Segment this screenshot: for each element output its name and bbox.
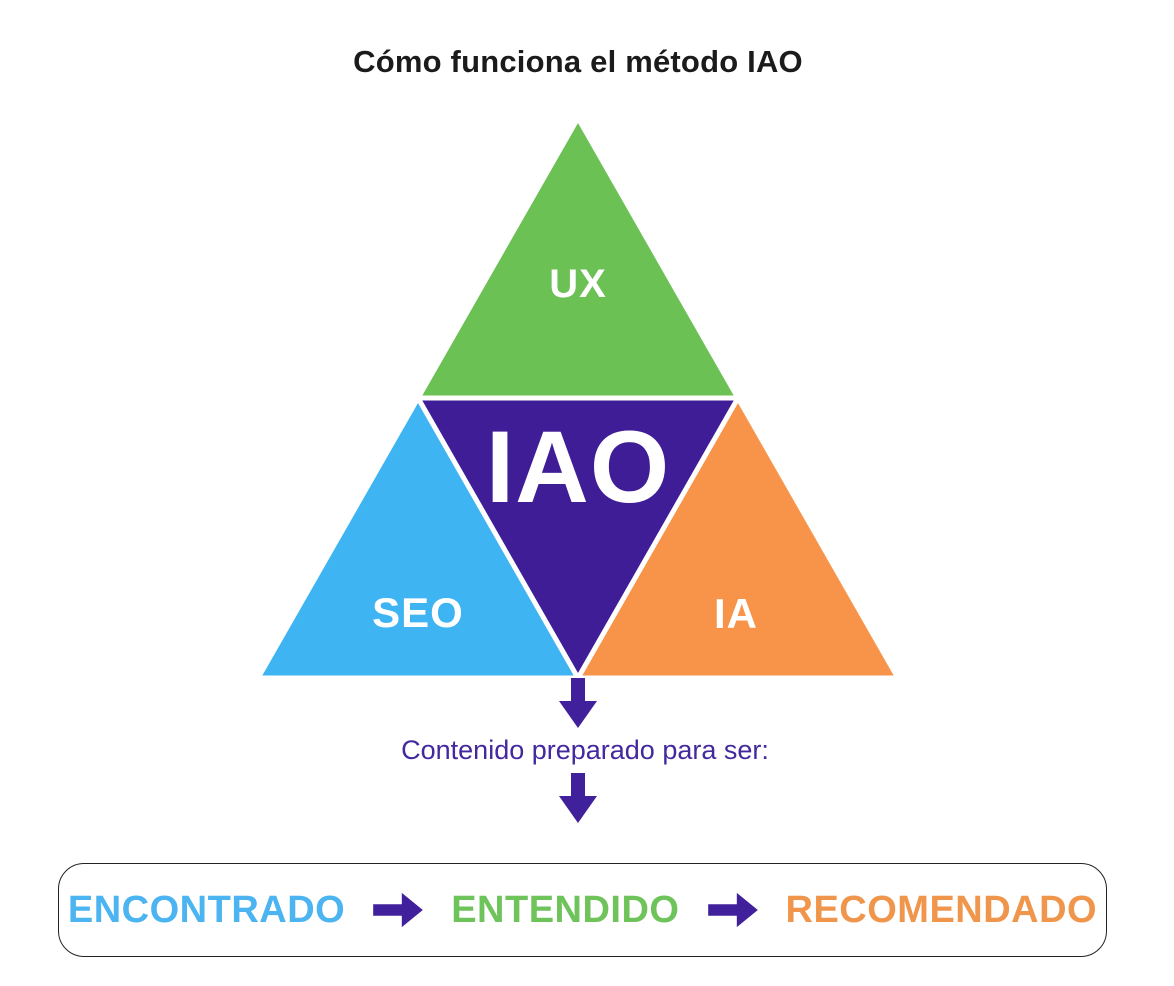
ia-triangle	[573, 392, 903, 681]
outcome-box: ENCONTRADO ENTENDIDO RECOMENDADO	[58, 863, 1107, 957]
ia-label: IA	[714, 590, 758, 637]
page-title: Cómo funciona el método IAO	[353, 44, 803, 79]
down-arrow-icon	[559, 678, 597, 728]
right-arrow-icon	[373, 892, 424, 928]
outcome-label-entendido: ENTENDIDO	[451, 888, 680, 931]
seo-label: SEO	[372, 589, 464, 636]
down-arrow-icon	[559, 773, 597, 823]
right-arrow-icon	[707, 892, 758, 928]
outcome-label-recomendado: RECOMENDADO	[785, 888, 1098, 931]
center-triangle	[418, 398, 738, 678]
iao-label: IAO	[486, 410, 670, 524]
ux-label: UX	[549, 262, 607, 306]
flow-caption: Contenido preparado para ser:	[401, 735, 769, 765]
ux-triangle	[413, 112, 743, 401]
outcome-label-encontrado: ENCONTRADO	[67, 888, 346, 931]
seo-triangle	[253, 392, 583, 681]
